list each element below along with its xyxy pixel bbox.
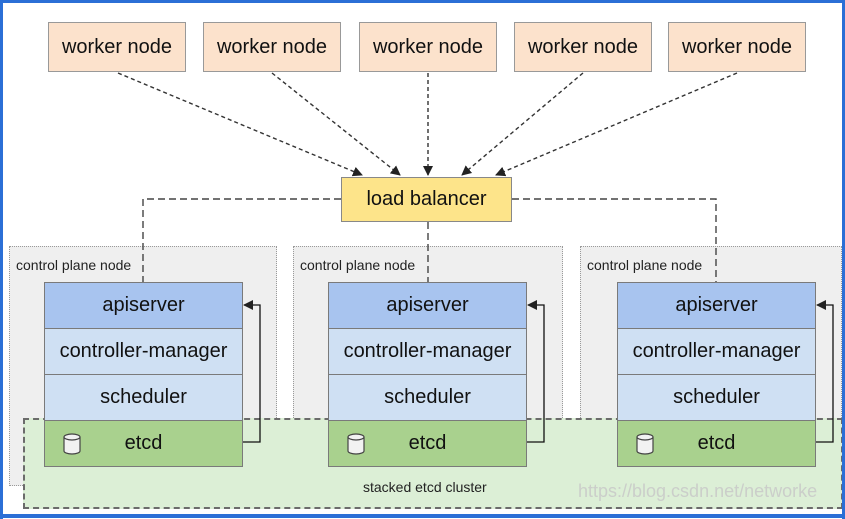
controller-manager: controller-manager — [617, 329, 816, 375]
control-plane-stack-2: apiserver controller-manager scheduler e… — [328, 282, 527, 467]
etcd: etcd — [328, 421, 527, 467]
api-etcd-link-2 — [527, 300, 545, 443]
lb-link-left — [142, 198, 341, 282]
control-plane-label: control plane node — [16, 257, 132, 273]
worker-node-3: worker node — [359, 22, 497, 72]
database-icon — [636, 433, 654, 455]
scheduler: scheduler — [617, 375, 816, 421]
apiserver: apiserver — [328, 282, 527, 329]
control-plane-stack-3: apiserver controller-manager scheduler e… — [617, 282, 816, 467]
etcd: etcd — [617, 421, 816, 467]
api-etcd-link-3 — [816, 300, 834, 443]
load-balancer: load balancer — [341, 177, 512, 222]
etcd: etcd — [44, 421, 243, 467]
database-icon — [63, 433, 81, 455]
lb-link-right — [512, 198, 717, 282]
control-plane-label: control plane node — [300, 257, 416, 273]
frame-top-edge — [0, 0, 845, 3]
etcd-cluster-label: stacked etcd cluster — [363, 479, 487, 495]
frame-right-edge — [842, 0, 845, 519]
control-plane-label: control plane node — [587, 257, 703, 273]
worker-arrow-5 — [495, 72, 738, 177]
worker-arrow-2 — [271, 72, 401, 176]
scheduler: scheduler — [44, 375, 243, 421]
frame-left-edge — [0, 0, 3, 519]
controller-manager: controller-manager — [328, 329, 527, 375]
etcd-label: etcd — [697, 432, 736, 454]
worker-arrow-1 — [117, 72, 363, 177]
worker-node-2: worker node — [203, 22, 341, 72]
api-etcd-link-1 — [243, 300, 261, 443]
controller-manager: controller-manager — [44, 329, 243, 375]
frame-bottom-edge — [0, 514, 845, 518]
control-plane-stack-1: apiserver controller-manager scheduler e… — [44, 282, 243, 467]
scheduler: scheduler — [328, 375, 527, 421]
apiserver: apiserver — [617, 282, 816, 329]
etcd-label: etcd — [408, 432, 447, 454]
worker-arrow-4 — [461, 72, 584, 176]
watermark: https://blog.csdn.net/networke — [578, 481, 818, 501]
etcd-label: etcd — [124, 432, 163, 454]
worker-node-5: worker node — [668, 22, 806, 72]
worker-node-4: worker node — [514, 22, 652, 72]
database-icon — [347, 433, 365, 455]
apiserver: apiserver — [44, 282, 243, 329]
worker-node-1: worker node — [48, 22, 186, 72]
